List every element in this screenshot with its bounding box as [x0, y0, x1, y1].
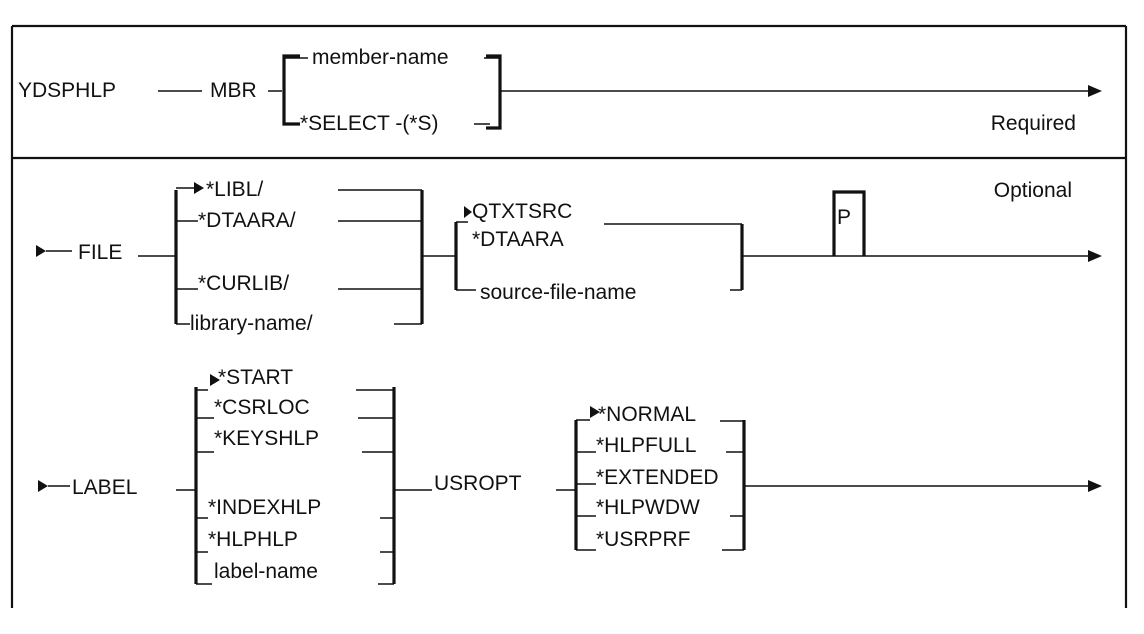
- library-default-arrow-icon: [194, 182, 204, 194]
- command-name: YDSPHLP: [18, 79, 116, 102]
- file-option-dtaara: *DTAARA: [472, 228, 564, 251]
- library-option-dtaara: *DTAARA/: [198, 209, 296, 232]
- label-default-arrow-icon: [210, 374, 220, 386]
- label-option-keyshlp: *KEYSHLP: [214, 427, 319, 450]
- label-keyword: LABEL: [72, 476, 137, 499]
- file-end-arrow-icon: [1088, 250, 1102, 262]
- section-label-usropt: LABEL *START *CSRLOC *KEYSHLP *INDEXHLP …: [38, 366, 1102, 585]
- mbr-end-arrow-icon: [1088, 85, 1102, 97]
- mbr-keyword: MBR: [210, 79, 257, 102]
- optional-label: Optional: [994, 179, 1072, 202]
- usropt-option-hlpwdw: *HLPWDW: [596, 496, 700, 519]
- usropt-end-arrow-icon: [1088, 480, 1102, 492]
- file-start-arrow-icon: [36, 245, 46, 257]
- file-keyword: FILE: [78, 241, 122, 264]
- label-start-arrow-icon: [38, 480, 48, 492]
- file-default-arrow-icon: [464, 206, 472, 218]
- library-option-curlib: *CURLIB/: [198, 272, 289, 295]
- label-option-label-name: label-name: [214, 560, 318, 583]
- usropt-option-extended: *EXTENDED: [596, 466, 719, 489]
- mbr-option-member-name: member-name: [312, 46, 449, 69]
- usropt-default-arrow-icon: [590, 406, 600, 418]
- positional-marker-box: [832, 190, 866, 256]
- label-option-csrloc: *CSRLOC: [214, 396, 310, 419]
- mbr-option-select: *SELECT -(*S): [300, 112, 438, 135]
- positional-marker-label: P: [837, 206, 851, 229]
- usropt-keyword: USROPT: [434, 472, 522, 495]
- usropt-option-usrprf: *USRPRF: [596, 528, 691, 551]
- label-option-hlphlp: *HLPHLP: [208, 528, 298, 551]
- section-file: Optional FILE *LIBL/ *DTAARA/ *CURLIB/ l…: [36, 178, 1102, 335]
- required-label: Required: [991, 112, 1076, 135]
- label-option-indexhlp: *INDEXHLP: [208, 496, 321, 519]
- file-option-source-file-name: source-file-name: [480, 281, 636, 304]
- label-option-start: *START: [218, 366, 293, 389]
- file-option-qtxtsrc: QTXTSRC: [472, 200, 572, 223]
- usropt-option-normal: *NORMAL: [598, 403, 696, 426]
- library-option-libl: *LIBL/: [206, 178, 263, 201]
- library-option-name: library-name/: [190, 312, 313, 335]
- usropt-option-hlpfull: *HLPFULL: [596, 434, 696, 457]
- section-required: YDSPHLP MBR member-name *SELECT -(*S) Re…: [18, 46, 1102, 135]
- diagram-frame: [10, 24, 1128, 608]
